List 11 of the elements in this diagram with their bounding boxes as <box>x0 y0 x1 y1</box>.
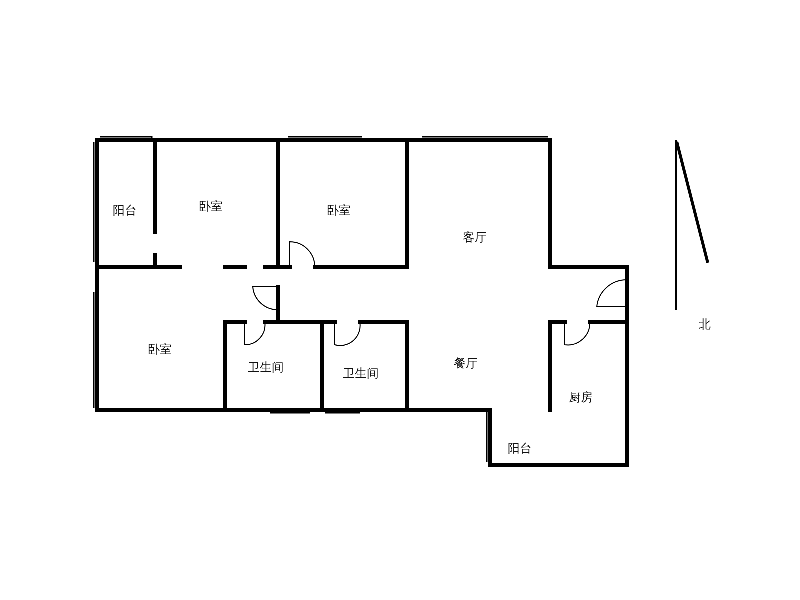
room-label: 卫生间 <box>248 360 284 376</box>
north-label: 北 <box>699 316 711 334</box>
room-label: 卫生间 <box>343 366 379 382</box>
room-label: 餐厅 <box>454 356 478 372</box>
room-label: 阳台 <box>508 440 532 458</box>
room-label: 厨房 <box>569 390 593 406</box>
room-label: 卧室 <box>199 198 223 216</box>
room-label: 卧室 <box>148 342 172 358</box>
room-label: 卧室 <box>327 202 351 220</box>
room-label: 客厅 <box>463 230 487 246</box>
room-label: 阳台 <box>113 202 137 220</box>
